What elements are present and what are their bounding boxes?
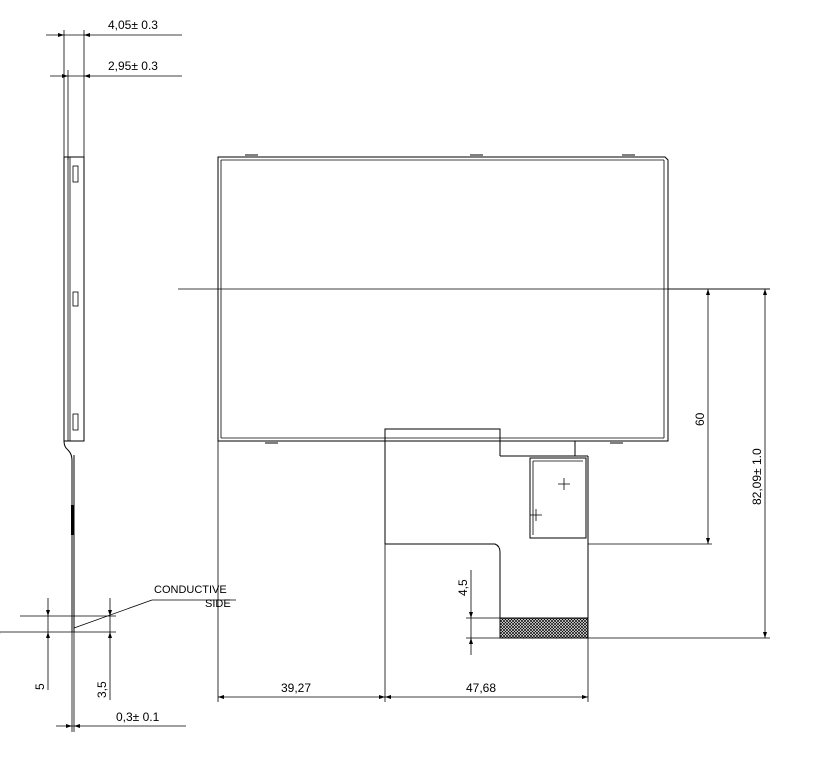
dim-contact-length-label: 4,5 [456, 579, 470, 596]
dim-panel-thickness: 2,95± 0.3 [50, 59, 182, 78]
dim-total-thickness: 4,05± 0.3 [46, 18, 182, 37]
side-view: 4,05± 0.3 2,95± 0.3 5 [0, 18, 236, 732]
svg-text:3: 3 [0, 625, 1, 639]
dim-fpc-thickness-label: 0,3± 0.1 [116, 710, 160, 724]
callout-line1: CONDUCTIVE [154, 584, 227, 596]
dim-bottom: 39,27 47,68 [217, 441, 589, 702]
panel-side-profile [63, 156, 85, 632]
panel-outline [217, 154, 669, 444]
dim-fpc-offset-label: 39,27 [281, 681, 311, 695]
fpc-tail [384, 428, 589, 639]
dim-panel-thickness-label: 2,95± 0.3 [108, 59, 158, 73]
front-view: 60 82,09± 1.0 4,5 39,27 [178, 154, 770, 702]
dim-side-5-label: 5 [33, 683, 47, 690]
conductive-side-callout: CONDUCTIVE SIDE [73, 584, 236, 629]
dim-side-3-5-label: 3,5 [95, 681, 109, 698]
dim-total-thickness-label: 4,05± 0.3 [108, 18, 158, 32]
dim-contact-length: 4,5 [456, 570, 500, 655]
dim-side-bottom: 5 3,5 0,3± 0.1 3 [0, 598, 186, 732]
contact-pads [499, 617, 589, 639]
dim-fpc-width-label: 47,68 [466, 681, 496, 695]
dim-height: 60 82,09± 1.0 [588, 288, 770, 639]
dim-height-total-label: 82,09± 1.0 [750, 448, 764, 505]
dim-height-60-label: 60 [693, 412, 707, 426]
